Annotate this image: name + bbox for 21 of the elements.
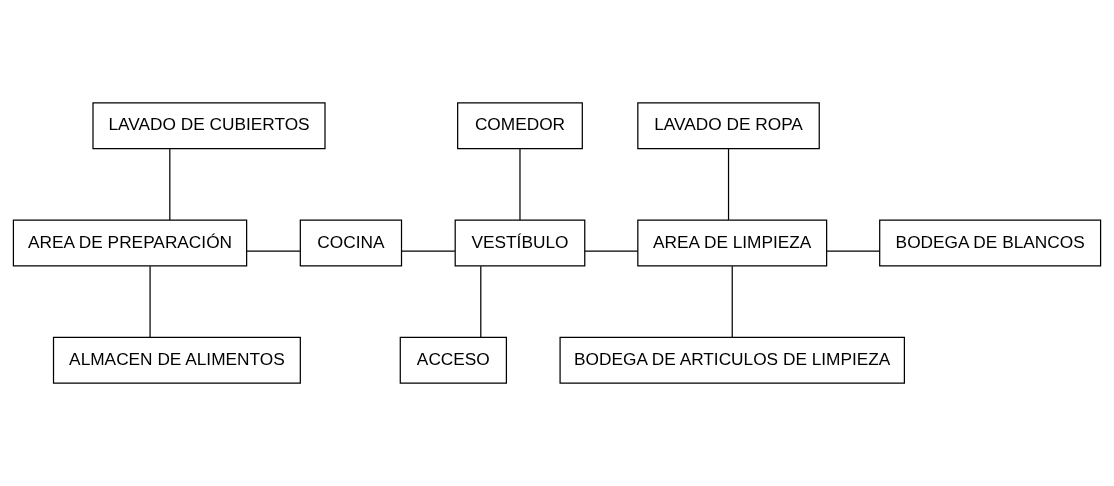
node-box: LAVADO DE ROPA (637, 102, 820, 150)
connector (826, 250, 881, 252)
connector (169, 148, 171, 221)
connector (731, 265, 733, 338)
node-box: AREA DE PREPARACIÓN (12, 219, 248, 267)
node-box: BODEGA DE ARTICULOS DE LIMPIEZA (559, 336, 905, 384)
connector (727, 148, 730, 221)
node-box: COMEDOR (457, 102, 583, 150)
connector (246, 250, 301, 252)
connector (480, 265, 482, 338)
node-box: COCINA (299, 219, 403, 267)
node-box: ALMACEN DE ALIMENTOS (52, 336, 301, 384)
node-box: VESTÍBULO (454, 219, 586, 267)
connector (401, 250, 456, 252)
node-box: ACCESO (399, 336, 507, 384)
node-box: LAVADO DE CUBIERTOS (92, 102, 326, 150)
connector (149, 265, 151, 338)
connector (519, 148, 521, 221)
node-box: BODEGA DE BLANCOS (879, 219, 1102, 267)
node-box: AREA DE LIMPIEZA (637, 219, 828, 267)
connector (584, 250, 639, 252)
